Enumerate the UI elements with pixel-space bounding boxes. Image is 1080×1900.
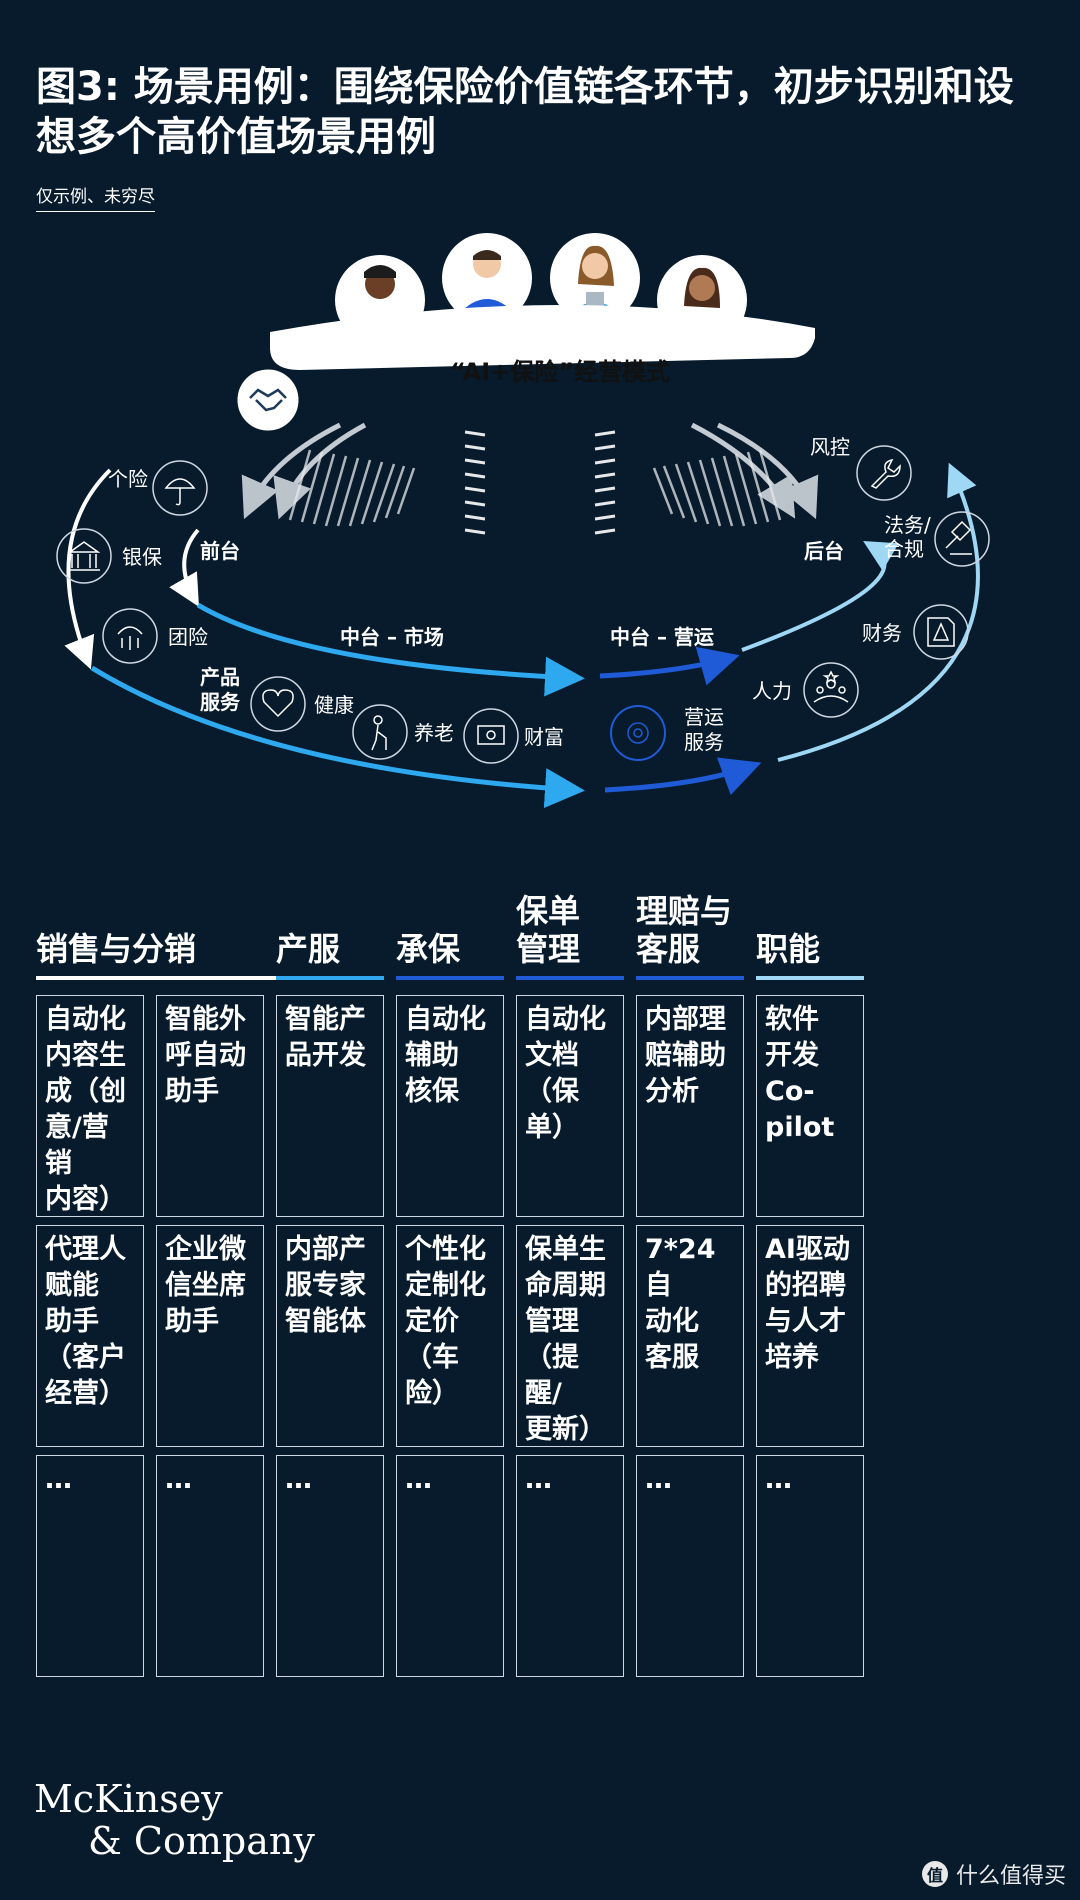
use-case-cell: 个性化 定制化 定价 （车险） bbox=[396, 1225, 504, 1447]
left-item-2: 银保 bbox=[122, 545, 162, 569]
outer-left-curve bbox=[64, 468, 112, 670]
outer-right-curve bbox=[777, 462, 980, 762]
logo-line-1: McKinsey bbox=[34, 1777, 223, 1821]
product-item-2: 养老 bbox=[414, 721, 454, 745]
banner-flow-arrows bbox=[241, 422, 819, 535]
product-item-3: 财富 bbox=[524, 725, 564, 749]
use-case-cell: 保单生 命周期 管理 （提醒/ 更新） bbox=[516, 1225, 624, 1447]
use-case-cell: AI驱动 的招聘 与人才 培养 bbox=[756, 1225, 864, 1447]
column-header-label: 职能 bbox=[756, 930, 821, 968]
right-item-3: 财务 bbox=[862, 621, 902, 645]
watermark: 值 什么值得买 bbox=[921, 1858, 1066, 1890]
watermark-badge-icon: 值 bbox=[921, 1861, 948, 1887]
column-header-3: 承保 bbox=[396, 930, 504, 980]
inner-left-curve bbox=[169, 528, 200, 607]
column-header-label: 产服 bbox=[276, 930, 341, 968]
diagram-labels: 个险 银保 团险 前台 产品 服务 健康 养老 财富 中台 – 市场 中台 – … bbox=[108, 435, 931, 754]
wrench-icon bbox=[856, 445, 912, 501]
umbrella-icon bbox=[152, 460, 208, 516]
column-header-underline bbox=[516, 976, 624, 980]
front-office-label: 前台 bbox=[200, 539, 240, 563]
ops-service-label-l1: 营运 bbox=[684, 705, 724, 729]
use-case-cell: 智能产 品开发 bbox=[276, 995, 384, 1217]
product-service-label-l2: 服务 bbox=[200, 690, 241, 714]
middle-ops-label: 中台 – 营运 bbox=[610, 625, 714, 649]
left-item-3: 团险 bbox=[168, 625, 208, 649]
column-header-label: 销售与分销 bbox=[36, 930, 197, 968]
column-header-label: 理赔与 客服 bbox=[636, 892, 733, 968]
inner-bottom-ops bbox=[599, 646, 740, 686]
use-case-cell: … bbox=[516, 1455, 624, 1677]
outer-bottom-curve bbox=[90, 665, 585, 809]
use-case-cell: 自动化 内容生 成（创 意/营销 内容） bbox=[36, 995, 144, 1217]
column-header-label: 承保 bbox=[396, 930, 461, 968]
elder-icon bbox=[352, 704, 408, 760]
column-header-1: 销售与分销 bbox=[36, 930, 284, 980]
gear-icon bbox=[610, 705, 666, 761]
warning-doc-icon bbox=[913, 604, 969, 660]
product-item-1: 健康 bbox=[314, 693, 354, 717]
column-header-4: 保单 管理 bbox=[516, 892, 624, 980]
use-case-cell: 7*24自 动化 客服 bbox=[636, 1225, 744, 1447]
use-case-cell: … bbox=[636, 1455, 744, 1677]
use-case-cell: 自动化 辅助 核保 bbox=[396, 995, 504, 1217]
left-item-1: 个险 bbox=[108, 467, 148, 491]
column-header-underline bbox=[36, 976, 284, 980]
value-chain-diagram: “AI+保险”经营模式 bbox=[56, 233, 990, 809]
logo-line-2: & Company bbox=[88, 1819, 315, 1863]
use-case-cell: 自动化 文档 （保单） bbox=[516, 995, 624, 1217]
right-item-2-l2: 合规 bbox=[884, 537, 924, 561]
use-case-cell: … bbox=[396, 1455, 504, 1677]
use-case-cell: … bbox=[36, 1455, 144, 1677]
use-case-cell: 代理人 赋能 助手 （客户 经营） bbox=[36, 1225, 144, 1447]
banner-label: “AI+保险”经营模式 bbox=[450, 358, 670, 386]
column-header-6: 职能 bbox=[756, 930, 864, 980]
back-office-label: 后台 bbox=[804, 539, 844, 563]
product-service-label-l1: 产品 bbox=[200, 665, 240, 689]
use-case-cell: … bbox=[756, 1455, 864, 1677]
group-icon bbox=[102, 608, 158, 664]
column-header-label: 保单 管理 bbox=[516, 892, 581, 968]
banner: “AI+保险”经营模式 bbox=[234, 304, 815, 434]
use-case-cell: 软件 开发 Co-pilot bbox=[756, 995, 864, 1217]
use-case-cell: 企业微 信坐席 助手 bbox=[156, 1225, 264, 1447]
outer-bottom-ops bbox=[604, 757, 762, 796]
inner-bottom-curve bbox=[196, 602, 585, 697]
handshake-badge bbox=[234, 366, 302, 434]
use-case-cell: 内部产 服专家 智能体 bbox=[276, 1225, 384, 1447]
right-item-4: 人力 bbox=[752, 679, 792, 703]
use-case-cell: 智能外 呼自动 助手 bbox=[156, 995, 264, 1217]
page-title: 图3: 场景用例：围绕保险价值链各环节，初步识别和设想多个高价值场景用例 bbox=[36, 64, 1014, 160]
avatar-person-3 bbox=[550, 233, 640, 323]
icon-circles bbox=[56, 445, 990, 764]
money-icon bbox=[463, 708, 519, 764]
handshake-icon bbox=[249, 388, 287, 412]
column-header-underline bbox=[636, 976, 744, 980]
value-chain-headers: 销售与分销 产服 承保 保单 管理理赔与 客服职能 bbox=[36, 880, 1044, 980]
heart-icon bbox=[250, 676, 306, 732]
use-case-cell: 内部理 赔辅助 分析 bbox=[636, 995, 744, 1217]
column-header-2: 产服 bbox=[276, 930, 384, 980]
bank-icon bbox=[56, 528, 112, 584]
mckinsey-logo: McKinsey & Company bbox=[34, 1778, 315, 1862]
ops-service-label-l2: 服务 bbox=[684, 730, 724, 754]
middle-market-label: 中台 – 市场 bbox=[340, 625, 444, 649]
right-item-1: 风控 bbox=[810, 435, 850, 459]
column-header-underline bbox=[396, 976, 504, 980]
gavel-icon bbox=[934, 511, 990, 567]
team-icon bbox=[803, 662, 859, 718]
use-case-cell: … bbox=[156, 1455, 264, 1677]
right-item-2-l1: 法务/ bbox=[884, 513, 931, 537]
use-case-cell: … bbox=[276, 1455, 384, 1677]
column-header-5: 理赔与 客服 bbox=[636, 892, 744, 980]
subtitle: 仅示例、未穷尽 bbox=[36, 186, 155, 212]
column-header-underline bbox=[276, 976, 384, 980]
watermark-text: 什么值得买 bbox=[955, 1864, 1066, 1889]
column-header-underline bbox=[756, 976, 864, 980]
inner-right-curve bbox=[741, 540, 899, 652]
